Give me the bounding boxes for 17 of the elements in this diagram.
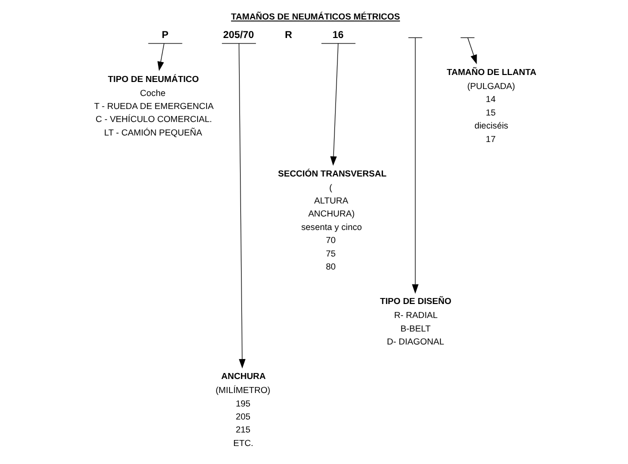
node-text: 16 <box>332 30 344 42</box>
node-text: TIPO DE NEUMÁTICO Coche T - RUEDA DE EMERGENCIA C - VEHÍCULO COMERCIAL. LT - CAMIÓN PEQUEÑA <box>94 74 214 138</box>
node-text: TAMAÑO DE LLANTA (PULGADA) 14 15 dieciséis 17 <box>446 66 536 144</box>
node-text: SECCIÓN TRANSVERSAL ( ALTURA ANCHURA) sesenta y cinco 70 75 80 <box>277 168 386 272</box>
arrow <box>156 43 164 72</box>
arrow <box>411 38 418 294</box>
arrow <box>330 43 338 166</box>
node-line <box>460 37 474 38</box>
node-line <box>408 37 422 38</box>
node-text: TIPO DE DISEÑO R- RADIAL B-BELT D- DIAGONAL <box>379 296 451 347</box>
arrow <box>466 38 476 64</box>
node-text: P <box>161 30 168 42</box>
arrow <box>238 43 245 369</box>
diagram-title: TAMAÑOS DE NEUMÁTICOS MÉTRICOS <box>230 12 400 22</box>
node-text: ANCHURA (MILÍMETRO) 195 205 215 ETC. <box>215 371 270 448</box>
node-text: 205/70 <box>222 30 254 42</box>
label: R <box>284 30 292 42</box>
